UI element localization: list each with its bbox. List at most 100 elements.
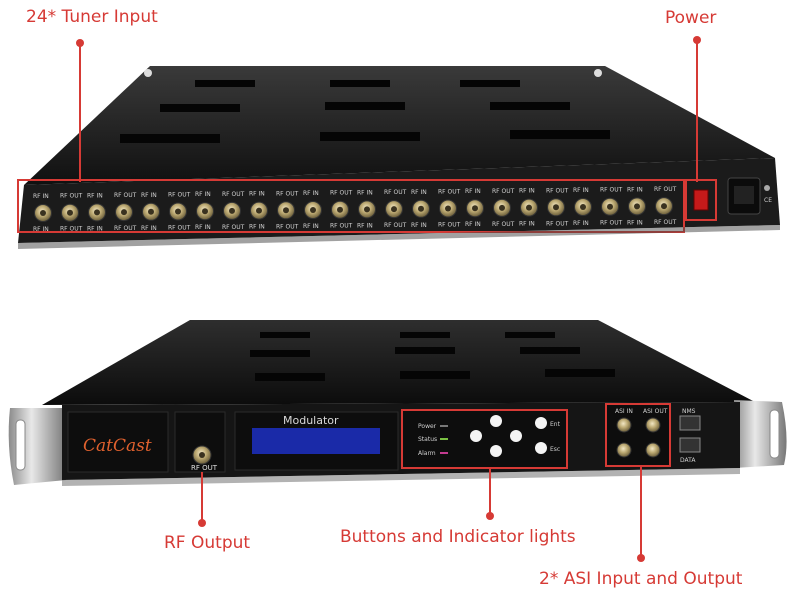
indicator-label-status: Status xyxy=(418,436,437,443)
rear-bnc-pin xyxy=(445,205,451,212)
rear-bnc-pin xyxy=(256,207,262,214)
rear-port-bottom-label: RF IN xyxy=(303,223,319,230)
rear-port-bottom-label: RF IN xyxy=(33,226,49,233)
indicator-label-alarm: Alarm xyxy=(418,450,436,457)
rear-port-top-label: RF OUT xyxy=(168,192,191,199)
rear-port-top-label: RF OUT xyxy=(654,186,677,193)
rear-port-top-label: RF IN xyxy=(573,187,589,194)
rear-top-lid xyxy=(24,66,775,185)
power-highlight-box xyxy=(685,179,717,221)
rear-bnc-pin xyxy=(337,206,343,213)
button-up[interactable] xyxy=(490,415,502,427)
rear-port-bottom-label: RF IN xyxy=(195,224,211,231)
rear-port-bottom-label: RF OUT xyxy=(384,222,407,229)
rear-bnc-pin xyxy=(364,206,370,213)
rear-port-bottom-label: RF OUT xyxy=(222,224,245,231)
rear-bnc-pin xyxy=(526,204,532,211)
power-switch[interactable] xyxy=(693,189,709,211)
rear-bnc-pin xyxy=(580,204,586,210)
rear-port-bottom-label: RF IN xyxy=(87,225,103,232)
callout-tuner-input: 24* Tuner Input xyxy=(26,7,158,27)
rear-port-bottom-label: RF OUT xyxy=(438,222,461,229)
asi-in-connector-1 xyxy=(616,417,632,433)
rear-port-top-label: RF IN xyxy=(357,189,373,196)
rear-port-top-label: RF IN xyxy=(87,192,103,199)
led-alarm xyxy=(440,452,448,454)
lcd-display xyxy=(252,428,380,454)
rear-port-top-label: RF OUT xyxy=(60,193,83,200)
indicator-label-power: Power xyxy=(418,423,437,430)
callout-power: Power xyxy=(665,8,717,28)
rear-bnc-pin xyxy=(94,209,100,216)
rear-port-bottom-label: RF IN xyxy=(249,224,265,231)
rear-port-top-label: RF OUT xyxy=(330,190,353,197)
button-right[interactable] xyxy=(510,430,522,442)
rear-port-bottom-label: RF IN xyxy=(141,225,157,232)
rear-bnc-pin xyxy=(661,203,667,210)
rear-port-top-label: RF OUT xyxy=(546,187,569,194)
rear-bnc-pin xyxy=(310,207,316,213)
rear-port-bottom-label: RF OUT xyxy=(168,225,191,232)
tuner-highlight-box xyxy=(17,179,685,233)
rear-bnc-pin xyxy=(67,209,73,216)
asi-out-connector-2 xyxy=(645,442,661,458)
callout-buttons-lights: Buttons and Indicator lights xyxy=(340,527,576,547)
rear-port-bottom-label: RF OUT xyxy=(654,219,677,226)
svg-text:CE: CE xyxy=(764,197,772,204)
callout-rf-output: RF Output xyxy=(164,533,251,553)
rear-port-bottom-label: RF IN xyxy=(573,220,589,227)
rear-port-top-label: RF IN xyxy=(195,191,211,198)
rear-port-bottom-label: RF OUT xyxy=(60,226,83,233)
button-down[interactable] xyxy=(490,445,502,457)
rear-port-row: RF IN RF IN RF OUT RF OUT RF IN RF IN RF OUT RF… xyxy=(33,186,677,233)
rear-bnc-pin xyxy=(607,203,613,210)
rear-port-bottom-label: RF OUT xyxy=(276,223,299,230)
rear-port-bottom-label: RF IN xyxy=(411,222,427,229)
rear-port-top-label: RF OUT xyxy=(222,191,245,198)
data-port xyxy=(679,437,701,453)
rear-port-top-label: RF IN xyxy=(303,190,319,197)
asi-out-connector-1 xyxy=(645,417,661,433)
brand-logo: CatCast xyxy=(83,436,152,456)
data-label: DATA xyxy=(680,457,696,464)
nms-port xyxy=(679,415,701,431)
rear-port-bottom-label: RF OUT xyxy=(330,223,353,230)
rear-port-top-label: RF OUT xyxy=(438,189,461,196)
front-top-lid xyxy=(42,320,755,405)
rear-bnc-pin xyxy=(202,208,208,215)
rear-port-bottom-label: RF OUT xyxy=(114,225,137,232)
button-left[interactable] xyxy=(470,430,482,442)
rear-bnc-pin xyxy=(634,203,640,210)
rear-port-top-label: RF OUT xyxy=(600,187,623,194)
rear-port-bottom-label: RF IN xyxy=(357,222,373,229)
rear-port-bottom-label: RF OUT xyxy=(492,221,515,228)
rear-bnc-pin xyxy=(472,205,478,212)
rear-port-top-label: RF IN xyxy=(465,188,481,195)
asi-out-label: ASI OUT xyxy=(643,408,668,415)
rear-port-bottom-label: RF OUT xyxy=(600,220,623,227)
button-escape[interactable] xyxy=(535,442,547,454)
rear-port-top-label: RF IN xyxy=(249,191,265,198)
rear-bnc-pin xyxy=(229,207,235,214)
rear-bnc-pin xyxy=(418,205,424,212)
asi-highlight-box xyxy=(605,403,671,467)
nms-label: NMS xyxy=(682,408,696,415)
rear-port-bottom-label: RF IN xyxy=(627,219,643,226)
rear-bnc-pin xyxy=(121,209,127,216)
button-enter-label: Ent xyxy=(550,421,561,428)
led-status xyxy=(440,438,448,440)
rear-port-bottom-label: RF OUT xyxy=(546,220,569,227)
rear-port-top-label: RF IN xyxy=(411,189,427,196)
rear-bnc-pin xyxy=(499,204,505,211)
rear-port-top-label: RF OUT xyxy=(114,192,137,199)
rear-unit: CE xyxy=(17,66,780,249)
led-power xyxy=(440,425,448,427)
button-escape-label: Esc xyxy=(550,446,560,453)
button-enter[interactable] xyxy=(535,417,547,429)
rear-port-top-label: RF IN xyxy=(627,186,643,193)
front-unit xyxy=(8,320,787,486)
rear-bnc-pin xyxy=(40,210,46,216)
rear-port-bottom-label: RF IN xyxy=(465,221,481,228)
rear-port-bottom-label: RF IN xyxy=(519,221,535,228)
